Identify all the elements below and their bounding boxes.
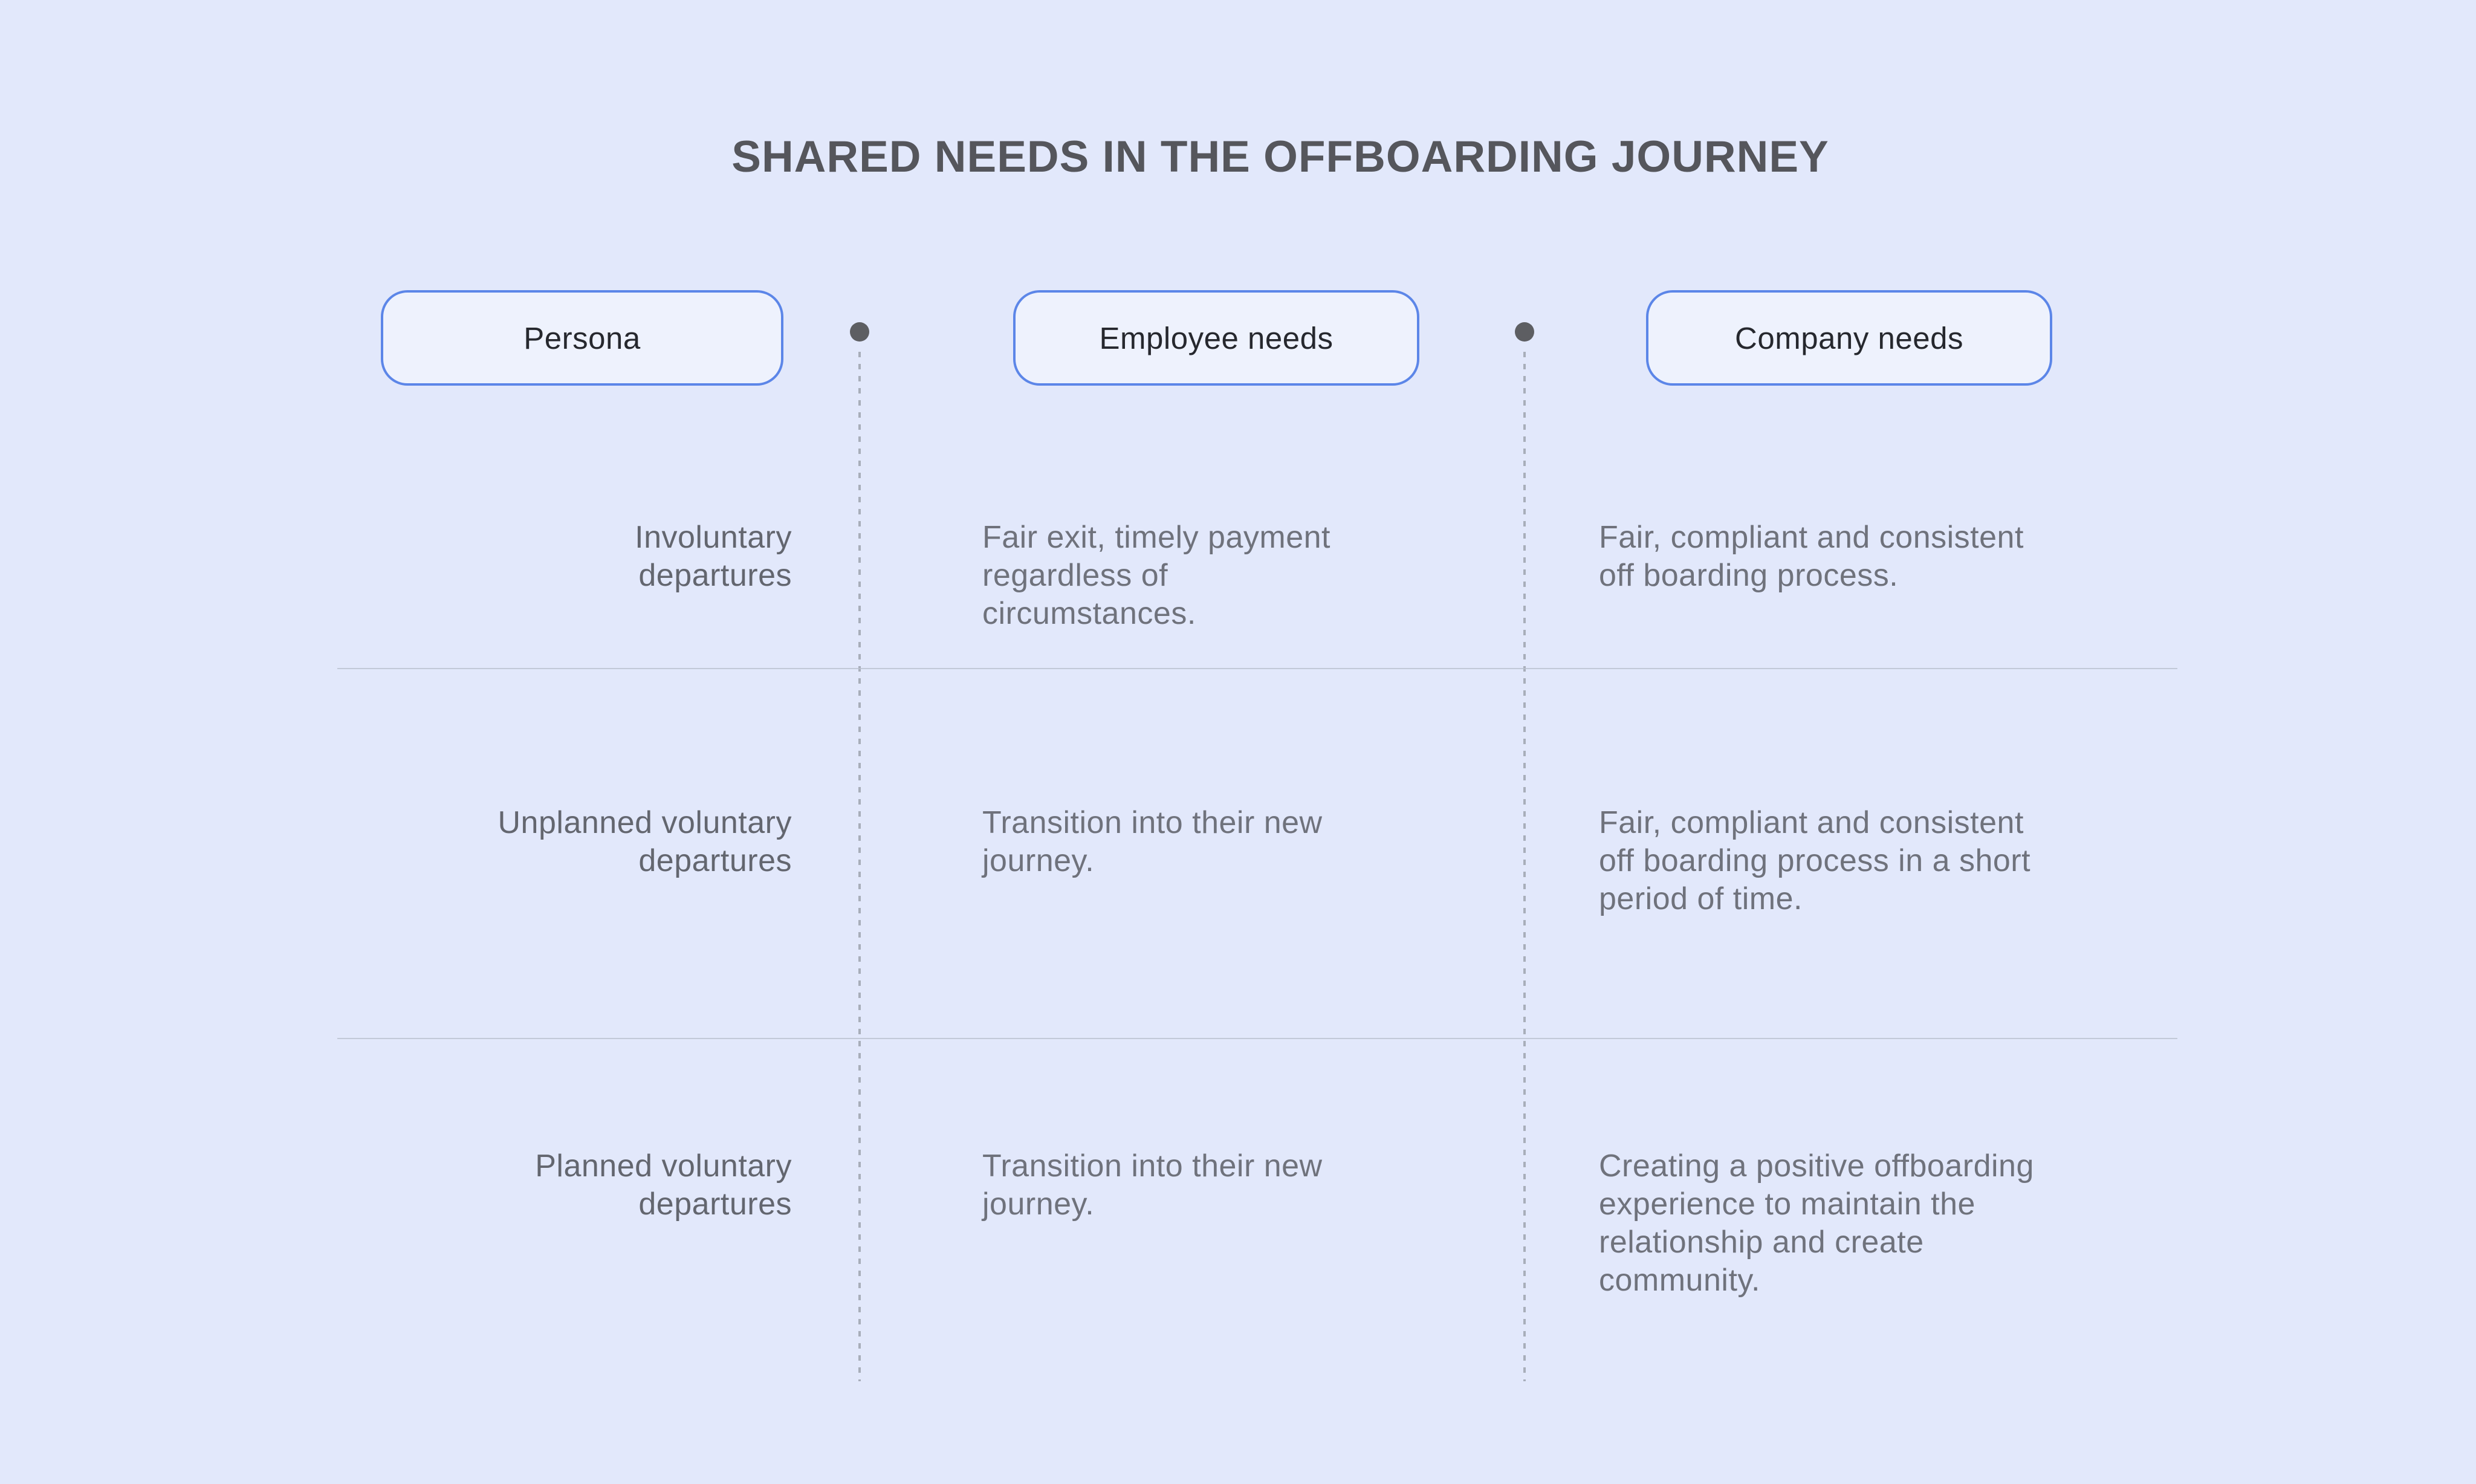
row-divider bbox=[337, 1038, 2177, 1039]
column-header-persona: Persona bbox=[381, 290, 783, 386]
column-header-employee-needs-label: Employee needs bbox=[1099, 320, 1334, 355]
column-header-employee-needs: Employee needs bbox=[1013, 290, 1419, 386]
row-2-persona-label: Unplanned voluntary departures bbox=[497, 805, 792, 878]
column-header-company-needs: Company needs bbox=[1646, 290, 2052, 386]
connector-dot-icon bbox=[1515, 322, 1534, 342]
row-1-persona-label: Involuntary departures bbox=[635, 520, 792, 593]
column-header-company-needs-label: Company needs bbox=[1735, 320, 1963, 355]
row-1-company-needs-text: Fair, compliant and consistent off board… bbox=[1599, 520, 2024, 593]
row-2-company-needs-text: Fair, compliant and consistent off board… bbox=[1599, 805, 2031, 916]
connector-dot-icon bbox=[850, 322, 869, 342]
row-2-employee-needs-text: Transition into their new journey. bbox=[982, 805, 1323, 878]
row-3-employee-needs-text: Transition into their new journey. bbox=[982, 1149, 1323, 1222]
row-1-employee-needs-text: Fair exit, timely payment regardless of … bbox=[982, 520, 1330, 631]
diagram-title: SHARED NEEDS IN THE OFFBOARDING JOURNEY bbox=[731, 132, 1829, 181]
row-divider bbox=[337, 668, 2177, 669]
column-header-persona-label: Persona bbox=[523, 320, 641, 355]
row-3-persona-label: Planned voluntary departures bbox=[535, 1149, 792, 1222]
column-separator-dashed-line bbox=[858, 352, 861, 1381]
row-3-company-needs-text: Creating a positive offboarding experien… bbox=[1599, 1149, 2034, 1298]
column-separator-dashed-line bbox=[1523, 352, 1526, 1381]
